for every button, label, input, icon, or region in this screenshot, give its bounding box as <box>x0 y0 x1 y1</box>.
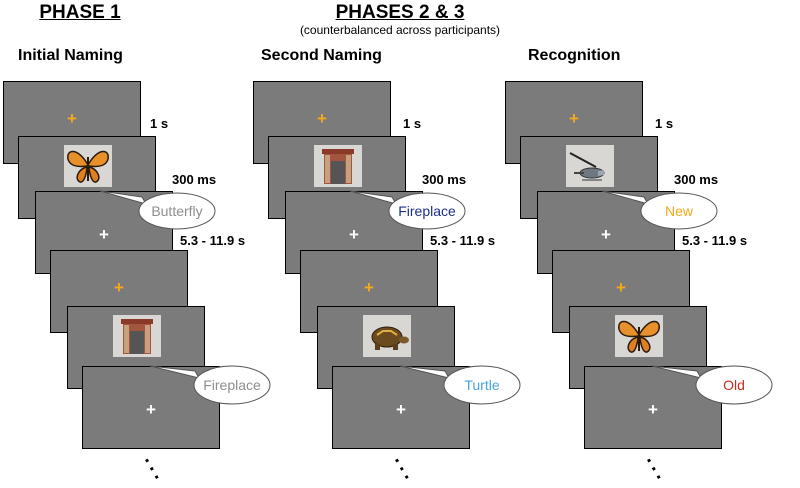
timing-stimulus: 300 ms <box>674 172 719 187</box>
fixation-cross-icon: + <box>67 109 77 128</box>
response-word: Butterfly <box>151 203 203 219</box>
fireplace-image <box>113 315 161 357</box>
timing-stimulus: 300 ms <box>422 172 467 187</box>
fixation-cross-icon: + <box>114 278 124 297</box>
timing-response: 5.3 - 11.9 s <box>430 233 496 248</box>
timing-fixation: 1 s <box>150 116 169 131</box>
fixation-cross-icon: + <box>569 109 579 128</box>
ellipsis: ... <box>140 450 174 487</box>
helicopter-image <box>566 145 614 187</box>
response-word: Fireplace <box>398 203 456 219</box>
timing-fixation: 1 s <box>403 116 422 131</box>
fixation-cross-icon: + <box>364 278 374 297</box>
response-word: New <box>664 203 693 219</box>
phase-1-title: PHASE 1 <box>39 2 121 23</box>
response-word: Old <box>723 377 745 393</box>
timing-fixation: 1 s <box>655 116 674 131</box>
speech-bubble <box>99 190 216 230</box>
ellipsis: ... <box>642 450 676 487</box>
column-title-recognition: Recognition <box>528 47 621 64</box>
ellipsis: ... <box>390 450 424 487</box>
speech-bubble <box>601 190 718 230</box>
fireplace-image <box>314 145 362 187</box>
timing-response: 5.3 - 11.9 s <box>682 233 748 248</box>
timing-stimulus: 300 ms <box>172 172 217 187</box>
butterfly-image <box>615 315 663 357</box>
response-word: Turtle <box>464 377 500 393</box>
counterbalanced-note: (counterbalanced across participants) <box>299 23 501 37</box>
butterfly-image <box>64 145 112 187</box>
fixation-cross-icon: + <box>648 400 658 419</box>
speech-bubble <box>149 365 271 405</box>
speech-bubble <box>651 365 773 405</box>
fixation-cross-icon: + <box>349 225 359 244</box>
fixation-cross-icon: + <box>317 109 327 128</box>
phases-2-3-title: PHASES 2 & 3 <box>335 2 465 23</box>
column-title-second-naming: Second Naming <box>261 47 382 64</box>
response-word: Fireplace <box>203 377 261 393</box>
fixation-cross-icon: + <box>601 225 611 244</box>
column-title-initial-naming: Initial Naming <box>18 47 123 64</box>
fixation-cross-icon: + <box>146 400 156 419</box>
turtle-image <box>363 315 411 357</box>
speech-bubble <box>399 365 521 405</box>
fixation-cross-icon: + <box>99 225 109 244</box>
speech-bubble <box>349 190 466 230</box>
fixation-cross-icon: + <box>396 400 406 419</box>
fixation-cross-icon: + <box>616 278 626 297</box>
timing-response: 5.3 - 11.9 s <box>180 233 246 248</box>
